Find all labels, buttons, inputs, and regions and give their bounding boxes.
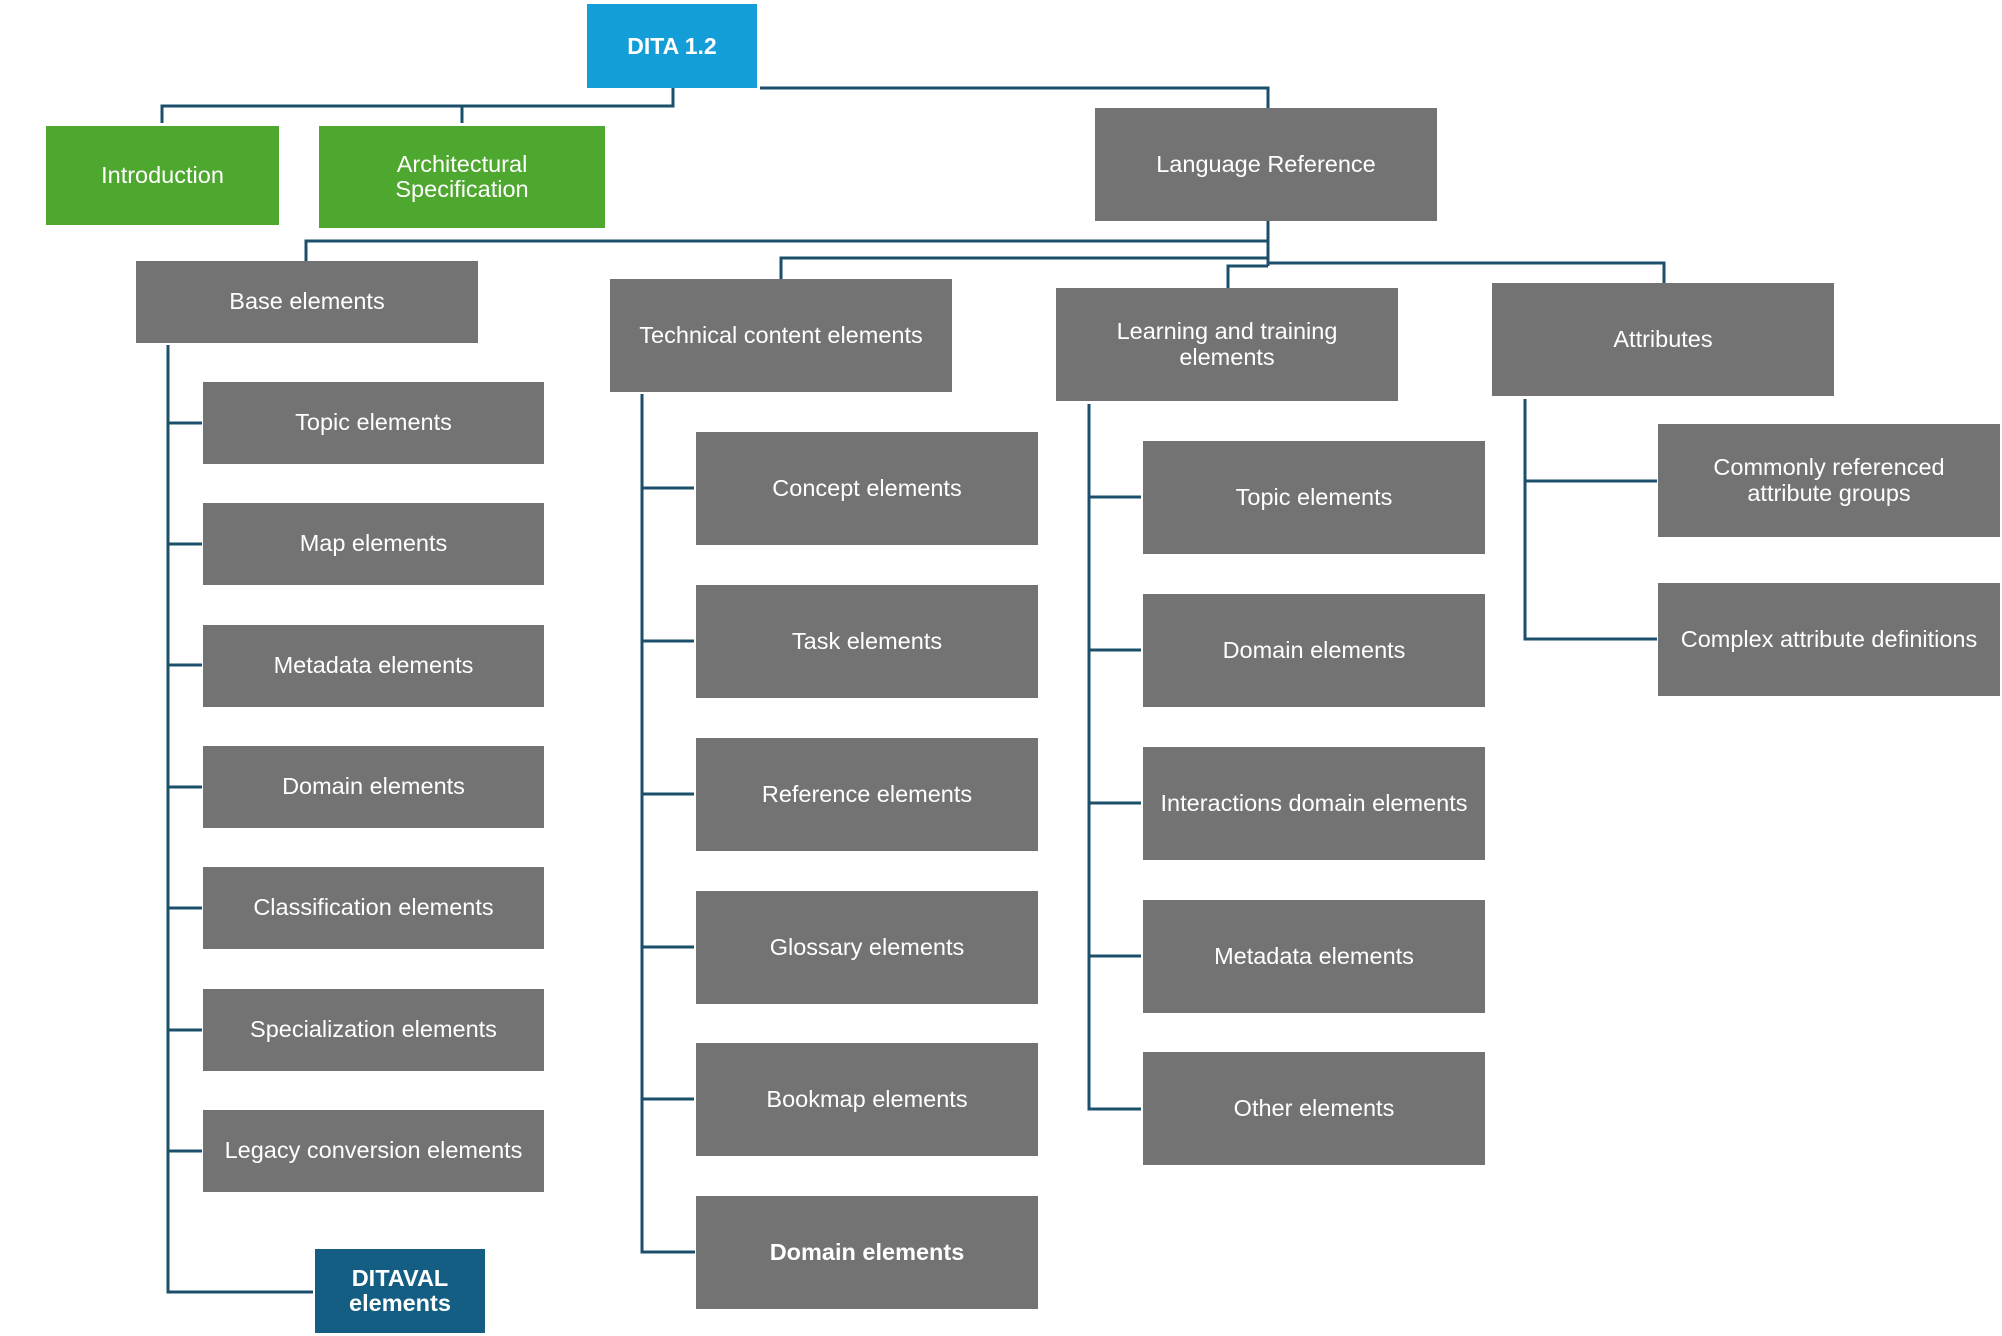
base-domain-elements[interactable]: Domain elements <box>203 746 544 828</box>
learning-domain-elements[interactable]: Domain elements <box>1143 594 1485 707</box>
base-map-elements[interactable]: Map elements <box>203 503 544 585</box>
base-ditaval-elements[interactable]: DITAVAL elements <box>315 1249 485 1333</box>
introduction-node[interactable]: Introduction <box>46 126 279 225</box>
tech-bookmap-elements[interactable]: Bookmap elements <box>696 1043 1038 1156</box>
base-legacy-conversion-elements[interactable]: Legacy conversion elements <box>203 1110 544 1192</box>
learning-other-elements[interactable]: Other elements <box>1143 1052 1485 1165</box>
connector-base-spine <box>166 345 313 1294</box>
root-node[interactable]: DITA 1.2 <box>587 4 757 88</box>
base-topic-elements[interactable]: Topic elements <box>203 382 544 464</box>
tech-task-elements[interactable]: Task elements <box>696 585 1038 698</box>
connector-langref-tech <box>779 256 1268 279</box>
tech-domain-elements[interactable]: Domain elements <box>696 1196 1038 1309</box>
connector-langref-base <box>304 239 1268 261</box>
learning-metadata-elements[interactable]: Metadata elements <box>1143 900 1485 1013</box>
connector-langref-attributes <box>1268 261 1666 283</box>
connector-root-left <box>160 87 675 123</box>
connector-learning-spine <box>1087 404 1141 1111</box>
base-elements-node[interactable]: Base elements <box>136 261 478 343</box>
attributes-commonly-referenced-groups[interactable]: Commonly referenced attribute groups <box>1658 424 2000 537</box>
base-classification-elements[interactable]: Classification elements <box>203 867 544 949</box>
connector-attributes-spine <box>1523 399 1657 641</box>
connector-langref-learning <box>1226 264 1268 288</box>
connector-root-langref <box>760 86 1270 109</box>
tech-glossary-elements[interactable]: Glossary elements <box>696 891 1038 1004</box>
tech-concept-elements[interactable]: Concept elements <box>696 432 1038 545</box>
attributes-node[interactable]: Attributes <box>1492 283 1834 396</box>
learning-interactions-domain-elements[interactable]: Interactions domain elements <box>1143 747 1485 860</box>
tech-reference-elements[interactable]: Reference elements <box>696 738 1038 851</box>
base-specialization-elements[interactable]: Specialization elements <box>203 989 544 1071</box>
language-reference-node[interactable]: Language Reference <box>1095 108 1437 221</box>
base-metadata-elements[interactable]: Metadata elements <box>203 625 544 707</box>
connector-tech-spine <box>640 394 695 1254</box>
technical-content-elements-node[interactable]: Technical content elements <box>610 279 952 392</box>
attributes-complex-definitions[interactable]: Complex attribute definitions <box>1658 583 2000 696</box>
architectural-specification-node[interactable]: Architectural Specification <box>319 126 605 228</box>
learning-training-elements-node[interactable]: Learning and training elements <box>1056 288 1398 401</box>
learning-topic-elements[interactable]: Topic elements <box>1143 441 1485 554</box>
